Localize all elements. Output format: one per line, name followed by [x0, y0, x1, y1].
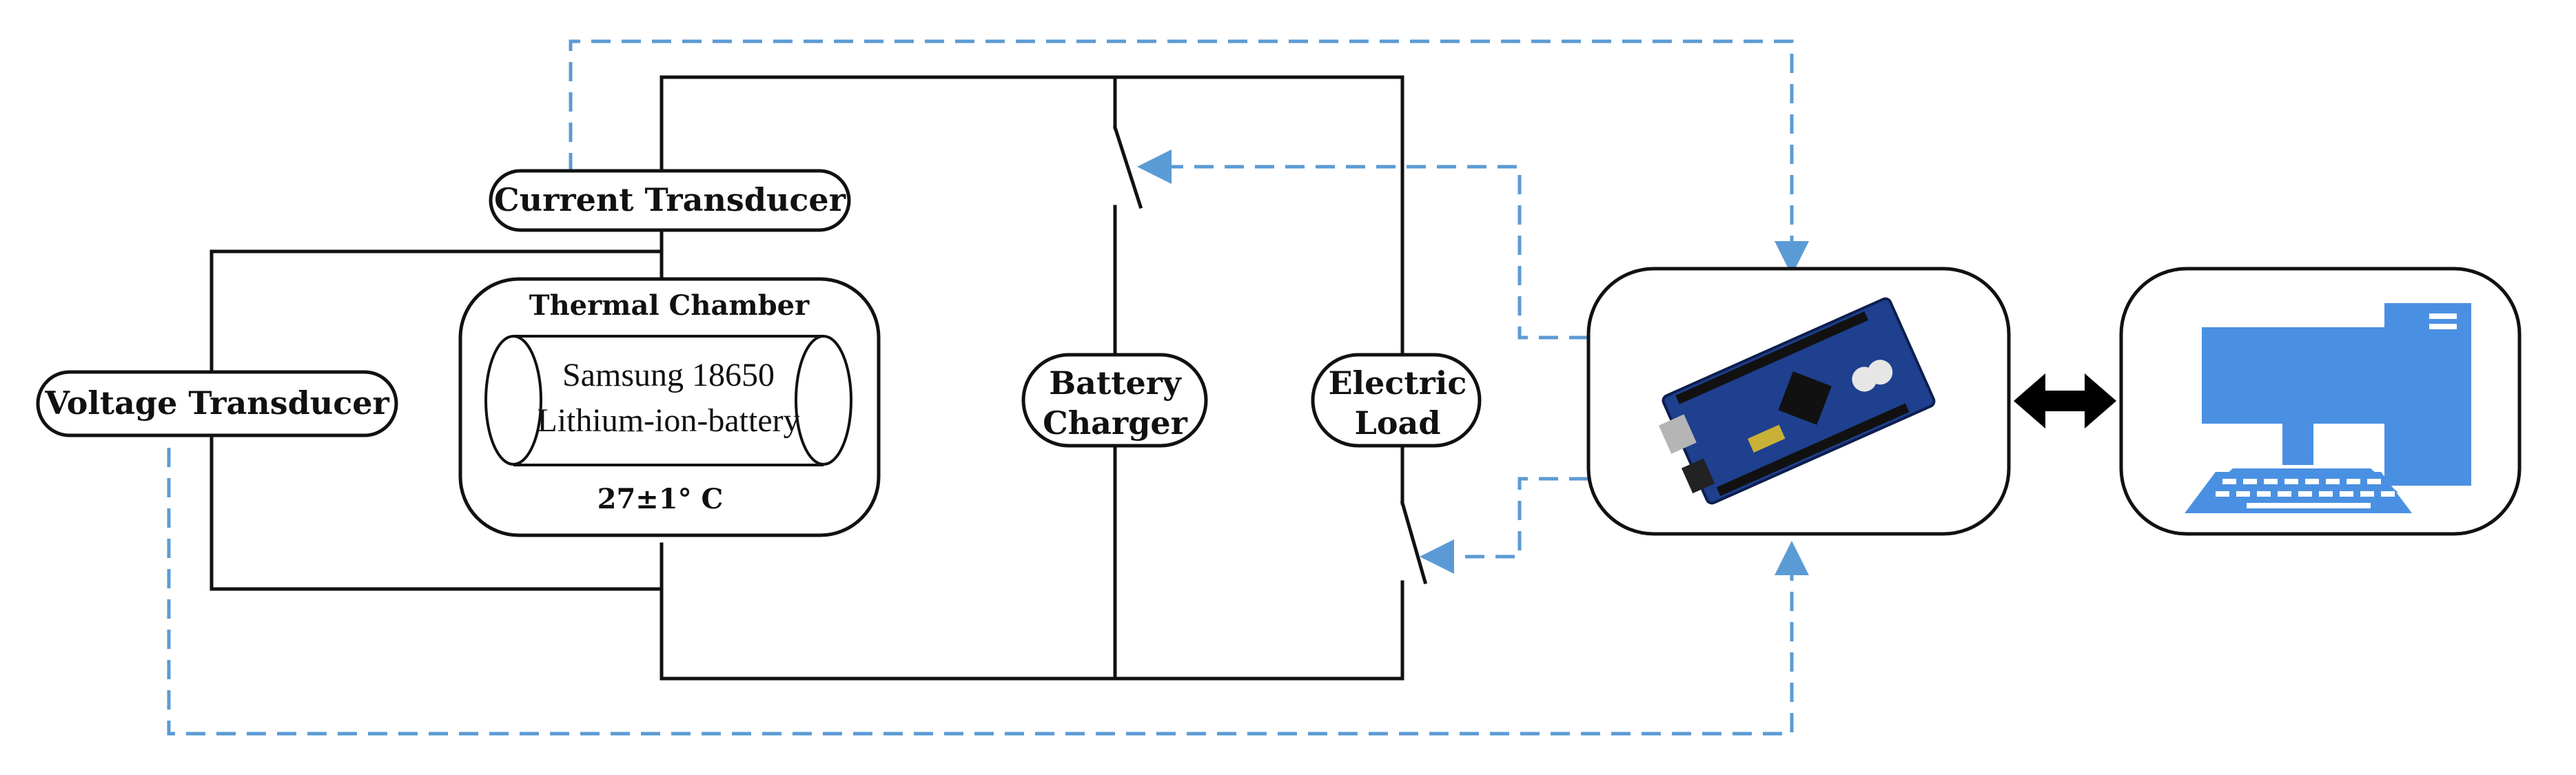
- temperature-label: 27±1° C: [597, 483, 724, 515]
- voltage-transducer: Voltage Transducer: [36, 370, 398, 437]
- electric-load: Electric Load: [1311, 353, 1482, 448]
- charger-switch-blade: [1112, 125, 1143, 209]
- controller-box: [1586, 267, 2011, 536]
- battery-model-label: Samsung 18650: [562, 357, 775, 393]
- electric-load-label-1: Electric: [1329, 364, 1467, 402]
- power-wires: [209, 75, 1428, 681]
- signal-voltage-to-controller: [167, 448, 1809, 736]
- signal-current-to-controller: [569, 39, 1809, 276]
- battery-charger-label-2: Charger: [1043, 404, 1188, 442]
- battery-type-label: Lithium-ion-battery: [537, 402, 799, 439]
- thermal-chamber: Thermal Chamber Samsung 18650 Lithium-io…: [458, 277, 881, 537]
- signal-controller-to-charger-switch: [1137, 149, 1588, 340]
- thermal-chamber-label: Thermal Chamber: [529, 289, 810, 322]
- wire-top: [660, 75, 1404, 491]
- voltage-transducer-label: Voltage Transducer: [44, 384, 389, 422]
- load-switch-blade: [1400, 500, 1428, 585]
- bidirectional-arrow-icon: [2014, 373, 2116, 428]
- current-transducer: Current Transducer: [489, 169, 851, 232]
- signal-lines: [167, 39, 1809, 736]
- battery-charger-label-1: Battery: [1049, 364, 1182, 402]
- battery-cell-icon: [484, 335, 852, 466]
- signal-controller-to-load-switch: [1420, 477, 1588, 574]
- current-transducer-label: Current Transducer: [494, 181, 846, 218]
- battery-charger: Battery Charger: [1021, 353, 1208, 448]
- computer-box: [2119, 267, 2522, 536]
- electric-load-label-2: Load: [1355, 404, 1441, 442]
- desktop-computer-icon: [2185, 303, 2471, 513]
- microcontroller-board-icon: [1658, 297, 1936, 505]
